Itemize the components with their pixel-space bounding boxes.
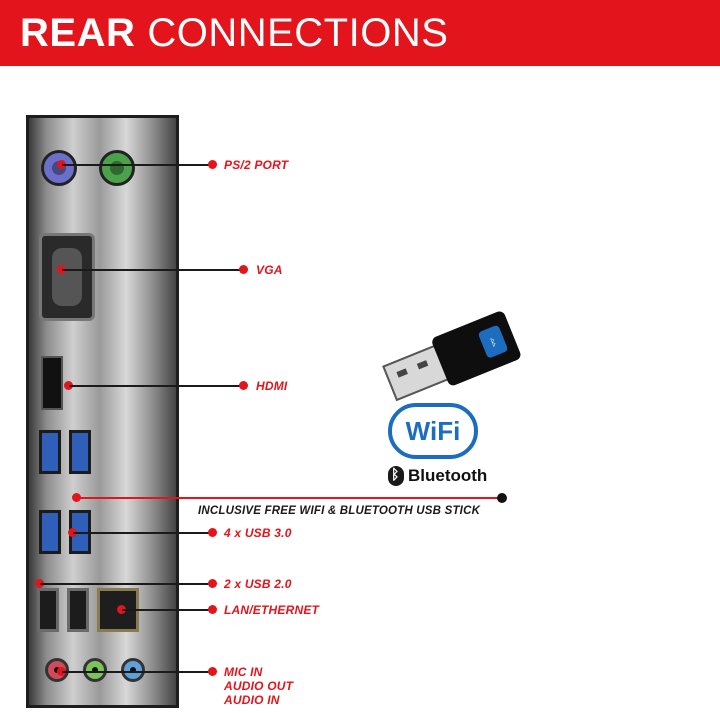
- label-audio-out: AUDIO OUT: [224, 679, 294, 693]
- callout-dot: [208, 528, 217, 537]
- audio-in-jack: [121, 658, 145, 682]
- rear-io-panel: [26, 115, 179, 708]
- title-bold: REAR: [20, 10, 136, 55]
- label-mic-in: MIC IN: [224, 665, 263, 679]
- label-ps2: PS/2 PORT: [224, 158, 289, 172]
- header-banner: REAR CONNECTIONS: [0, 0, 720, 66]
- label-hdmi: HDMI: [256, 379, 288, 393]
- usb3-port: [69, 430, 91, 474]
- label-vga: VGA: [256, 263, 283, 277]
- callout-line: [77, 497, 503, 499]
- callout-line: [62, 671, 210, 673]
- callout-dot: [117, 605, 126, 614]
- hdmi-port: [41, 356, 63, 410]
- callout-dot: [68, 528, 77, 537]
- callout-dot: [57, 160, 66, 169]
- wifi-logo: WiFi: [388, 403, 478, 459]
- callout-dot: [35, 579, 44, 588]
- label-lan: LAN/ETHERNET: [224, 603, 320, 617]
- callout-dot: [208, 579, 217, 588]
- callout-dot: [208, 667, 217, 676]
- vga-port: [39, 233, 95, 321]
- callout-dot: [239, 381, 248, 390]
- svg-text:ᛒ: ᛒ: [489, 337, 499, 349]
- callout-line: [40, 583, 210, 585]
- callout-line: [122, 609, 210, 611]
- callout-dot: [239, 265, 248, 274]
- callout-dot: [57, 265, 66, 274]
- usb2-port: [67, 588, 89, 632]
- callout-dot: [208, 160, 217, 169]
- usb2-port: [37, 588, 59, 632]
- title-light: CONNECTIONS: [147, 10, 449, 55]
- bluetooth-icon: [388, 466, 404, 486]
- callout-dot: [64, 381, 73, 390]
- callout-line: [62, 164, 212, 166]
- callout-dot: [57, 667, 66, 676]
- callout-line: [69, 385, 243, 387]
- callout-dot: [208, 605, 217, 614]
- usb3-port: [39, 430, 61, 474]
- callout-line: [62, 269, 242, 271]
- label-audio-group: MIC IN AUDIO OUT AUDIO IN: [224, 665, 293, 707]
- bluetooth-text: Bluetooth: [408, 466, 488, 485]
- callout-line: [73, 532, 211, 534]
- callout-dot: [72, 493, 81, 502]
- label-wifi-stick: INCLUSIVE FREE WIFI & BLUETOOTH USB STIC…: [198, 505, 481, 517]
- bluetooth-logo: Bluetooth: [388, 466, 487, 486]
- label-usb2: 2 x USB 2.0: [224, 577, 292, 591]
- label-audio-in: AUDIO IN: [224, 693, 280, 707]
- callout-dot: [497, 493, 507, 503]
- wifi-bluetooth-usb-stick-image: ᛒ: [382, 311, 521, 402]
- audio-out-jack: [83, 658, 107, 682]
- usb3-port: [39, 510, 61, 554]
- ps2-mouse-port: [99, 150, 135, 186]
- label-usb3: 4 x USB 3.0: [224, 526, 292, 540]
